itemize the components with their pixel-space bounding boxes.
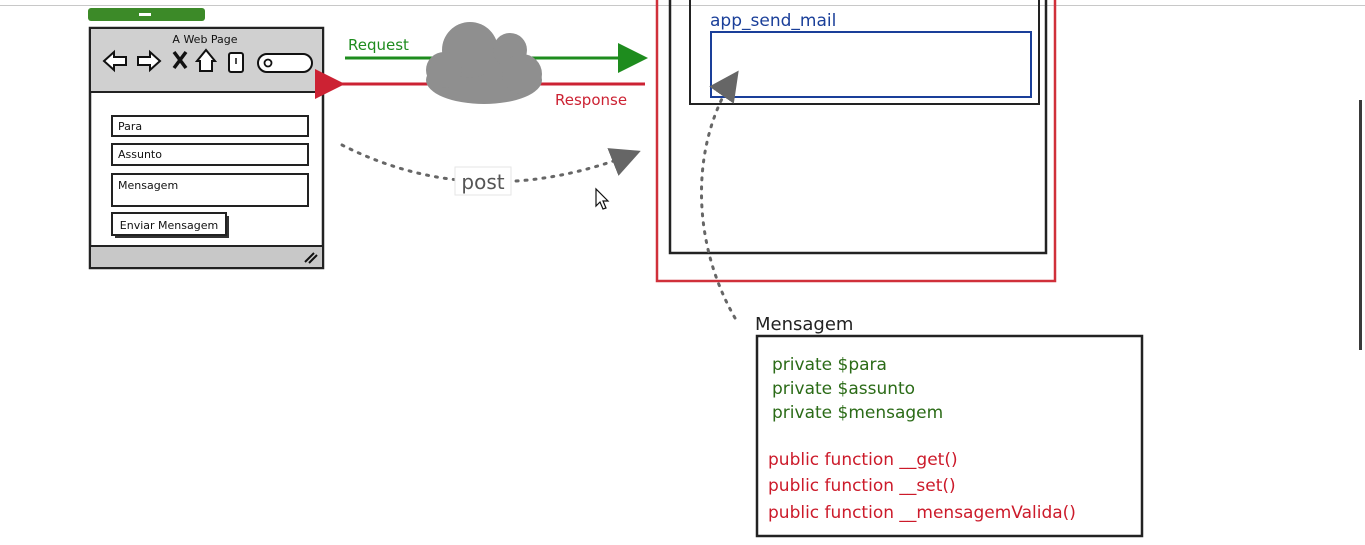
- server-outer-box: [655, 0, 1057, 283]
- browser-statusbar: [91, 246, 322, 267]
- browser-title: A Web Page: [172, 33, 237, 46]
- request-label: Request: [348, 36, 409, 54]
- class-name: Mensagem: [755, 314, 853, 335]
- assunto-field-label: Assunto: [118, 148, 162, 161]
- mensagem-field-label: Mensagem: [118, 179, 178, 192]
- app-send-mail-box: [710, 31, 1032, 98]
- method-get: public function __get(): [768, 450, 958, 470]
- browser-mockup: A Web Page Para Assunto Mensagem Enviar …: [88, 8, 325, 270]
- server-block: app_send_mail: [655, 0, 1057, 283]
- home-icon[interactable]: [194, 48, 218, 72]
- post-arrow: [340, 143, 641, 184]
- server-inner-box: [689, 0, 1040, 105]
- mensagem-class: Mensagem private $para private $assunto …: [755, 314, 1144, 538]
- minimize-icon: [139, 13, 151, 16]
- mouse-cursor-icon: [595, 187, 610, 210]
- browser-search-box[interactable]: [257, 53, 313, 73]
- method-mensagem-valida: public function __mensagemValida(): [768, 503, 1076, 523]
- app-send-mail-label: app_send_mail: [710, 11, 836, 31]
- response-label: Response: [555, 91, 627, 109]
- attribute-para: private $para: [772, 355, 887, 375]
- para-field-label: Para: [118, 120, 142, 133]
- top-border-line: [0, 5, 1365, 6]
- assunto-field[interactable]: [111, 143, 309, 166]
- server-middle-box: [668, 0, 1048, 255]
- attribute-assunto: private $assunto: [772, 379, 915, 399]
- attribute-mensagem: private $mensagem: [772, 403, 943, 423]
- enviar-mensagem-label: Enviar Mensagem: [120, 219, 218, 232]
- resize-grip-icon: [304, 252, 318, 264]
- post-label: post: [461, 170, 504, 194]
- close-x-icon[interactable]: [172, 50, 188, 70]
- forward-arrow-icon[interactable]: [137, 49, 162, 73]
- enviar-mensagem-button[interactable]: [111, 212, 227, 236]
- post-label-box: [454, 166, 512, 196]
- para-field[interactable]: [111, 115, 309, 137]
- method-set: public function __set(): [768, 476, 956, 496]
- search-icon: [263, 58, 273, 68]
- scrollbar[interactable]: [1359, 100, 1362, 350]
- back-arrow-icon[interactable]: [102, 49, 127, 73]
- instantiate-arrow: [700, 70, 739, 320]
- cloud-icon: [426, 22, 542, 104]
- mensagem-field[interactable]: [111, 173, 309, 207]
- class-box: [755, 334, 1144, 538]
